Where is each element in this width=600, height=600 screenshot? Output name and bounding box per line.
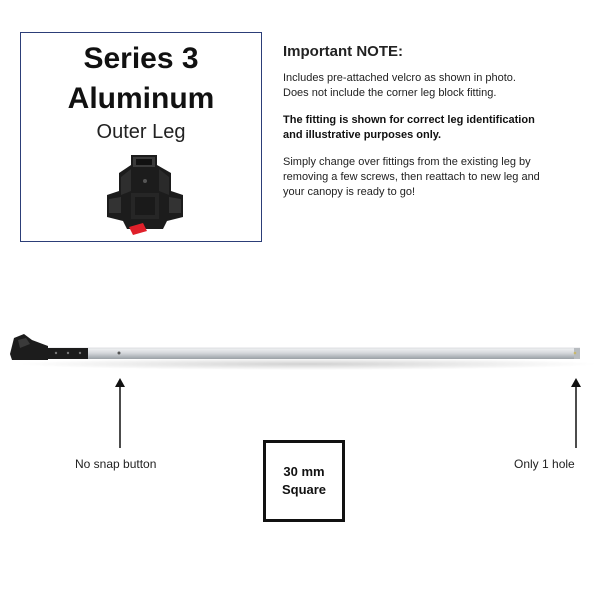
product-subtitle: Outer Leg xyxy=(96,121,186,143)
size-indicator-text: 30 mm Square xyxy=(282,463,326,499)
size-value: 30 mm xyxy=(283,464,325,479)
product-material-title: Aluminum xyxy=(67,82,215,115)
note-line: Simply change over fittings from the exi… xyxy=(283,156,531,168)
note-line: Does not include the corner leg block fi… xyxy=(283,87,497,99)
no-snap-button-label: No snap button xyxy=(75,457,157,471)
note-line: your canopy is ready to go! xyxy=(283,186,416,198)
size-indicator-box: 30 mm Square xyxy=(263,440,345,522)
arrow-up-icon xyxy=(115,378,125,448)
corner-fitting-image xyxy=(107,155,183,235)
aluminum-leg-image xyxy=(10,334,594,370)
product-card: Series 3 Aluminum Outer Leg xyxy=(20,32,262,242)
note-line: Includes pre-attached velcro as shown in… xyxy=(283,72,516,84)
one-hole-label: Only 1 hole xyxy=(514,457,575,471)
note-line: and illustrative purposes only. xyxy=(283,129,442,141)
arrow-up-icon xyxy=(571,378,581,448)
size-shape: Square xyxy=(281,482,327,497)
note-includes-paragraph: Includes pre-attached velcro as shown in… xyxy=(283,71,588,101)
note-line: removing a few screws, then reattach to … xyxy=(283,171,540,183)
product-series-title: Series 3 xyxy=(83,42,199,75)
note-instructions-paragraph: Simply change over fittings from the exi… xyxy=(283,155,588,200)
note-line: The fitting is shown for correct leg ide… xyxy=(283,114,535,126)
note-heading: Important NOTE: xyxy=(283,43,403,60)
important-note-panel: Important NOTE: Includes pre-attached ve… xyxy=(283,44,588,212)
note-illustrative-paragraph: The fitting is shown for correct leg ide… xyxy=(283,113,588,143)
